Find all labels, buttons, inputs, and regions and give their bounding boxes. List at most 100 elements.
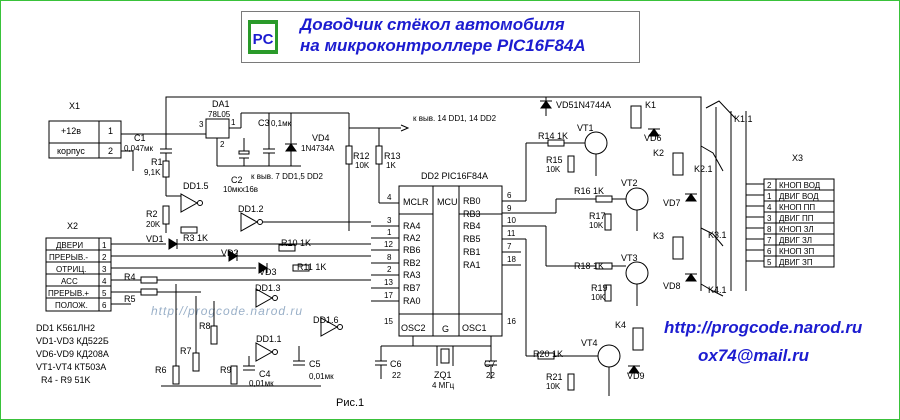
x2-pin6-num: 6 (102, 301, 107, 310)
vd1-label: VD1 (146, 234, 164, 244)
title-line-2: на микроконтроллере PIC16F84A (300, 36, 586, 55)
r16-label: R16 1K (574, 186, 604, 196)
x3-ref: X3 (792, 153, 803, 163)
mcu-pin-ra4: RA4 (403, 221, 421, 231)
parts-list-row: DD1 K561ЛН2 (36, 323, 95, 333)
mcu-ref: DD2 PIC16F84A (421, 171, 488, 181)
x3-pin1-num: 2 (767, 181, 772, 190)
mcu-pin-mclr: MCLR (403, 197, 429, 207)
x3-pin3-label: КНОП ПП (779, 203, 815, 212)
da1-pin2: 2 (220, 140, 225, 149)
vd3-label: VD3 (259, 267, 277, 277)
x3-pin6-num: 7 (767, 236, 772, 245)
dd13-label: DD1.3 (255, 283, 281, 293)
k41-label: K4.1 (708, 285, 727, 295)
mcu-pin-rb5-num: 11 (507, 229, 516, 238)
r18-label: R18 1K (574, 261, 604, 271)
dd16-label: DD1.6 (313, 315, 339, 325)
c5-label: C5 (309, 359, 321, 369)
r7-label: R7 (180, 346, 192, 356)
mcu-pin-rb0-num: 6 (507, 191, 512, 200)
x3-pin2-num: 1 (767, 192, 772, 201)
x2-ref: X2 (67, 221, 78, 231)
da1-pin3: 1 (231, 118, 236, 127)
mcu-pin-ra2-num: 1 (387, 228, 392, 237)
r17-value: 10K (589, 221, 604, 230)
parts-list-row: R4 - R9 51K (41, 375, 91, 385)
x3-pin1-label: КНОП ВОД (779, 181, 821, 190)
x1-ref: X1 (69, 101, 80, 111)
c1-label: C1 (134, 133, 146, 143)
site-logo-icon: PC (248, 20, 278, 54)
r4-label: R4 (124, 272, 136, 282)
x3-pin4-num: 3 (767, 214, 772, 223)
x1-pin2-label: корпус (57, 146, 85, 156)
c3-value: 0,1мк (271, 119, 292, 128)
r2-value: 20K (146, 220, 161, 229)
x3-pin2-label: ДВИГ ВОД (779, 192, 819, 201)
x2-pin3-label: ОТРИЦ. (56, 265, 86, 274)
parts-list-row: VD1-VD3 КД522Б (36, 336, 109, 346)
mcu-pin-ra2: RA2 (403, 233, 421, 243)
mcu-pin-ra0-num: 17 (384, 291, 393, 300)
vd8-label: VD8 (663, 281, 681, 291)
dd11-label: DD1.1 (256, 334, 282, 344)
vd2-label: VD2 (221, 248, 239, 258)
parts-list-row: VD6-VD9 КД208А (36, 349, 109, 359)
x2-pin4-label: АСС (61, 277, 78, 286)
r11-label: R11 1K (297, 262, 326, 272)
k4-label: K4 (615, 320, 626, 330)
x2-pin6-label: ПОЛОЖ. (55, 301, 88, 310)
mcu-pin-ra1: RA1 (463, 260, 481, 270)
c2-value: 10мкх16в (223, 185, 258, 194)
r1-value: 9,1K (144, 168, 161, 177)
r8-label: R8 (199, 321, 211, 331)
vd6-label: VD6 (644, 133, 662, 143)
mcu-pin-rb7: RB7 (403, 283, 421, 293)
k11-label: K1.1 (734, 114, 753, 124)
da1-part: 78L05 (208, 110, 231, 119)
dd15-label: DD1.5 (183, 181, 209, 191)
mcu-pin-rb6: RB6 (403, 245, 421, 255)
mcu-pin-rb1: RB1 (463, 247, 481, 257)
x3-pin6-label: ДВИГ ЗЛ (779, 236, 812, 245)
k1-label: K1 (645, 100, 656, 110)
r10-label: R10 1K (281, 238, 311, 248)
k21-label: K2.1 (694, 164, 713, 174)
c7-value: 22 (486, 371, 495, 380)
da1-pin1: 3 (199, 120, 204, 129)
parts-list-row: VT1-VT4 КТ503А (36, 362, 106, 372)
watermark-text: http://progcode.narod.ru (151, 304, 304, 318)
vt2-label: VT2 (621, 178, 638, 188)
x3-pin7-label: КНОП ЗП (779, 247, 814, 256)
r14-label: R14 1K (538, 131, 568, 141)
vt4-label: VT4 (581, 338, 598, 348)
email-link[interactable]: ox74@mail.ru (698, 346, 810, 365)
vd5-label: VD51N4744A (556, 100, 611, 110)
vd4-part: 1N4734A (301, 144, 335, 153)
zq1-value: 4 МГц (432, 381, 455, 390)
mcu-pin-rb7-num: 13 (384, 278, 393, 287)
mcu-pin-rb5: RB5 (463, 234, 481, 244)
dd12-label: DD1.2 (238, 204, 264, 214)
c6-value: 22 (392, 371, 401, 380)
c2-label: C2 (231, 175, 243, 185)
k31-label: K3.1 (708, 230, 727, 240)
c5-value: 0,01мк (309, 372, 334, 381)
title-box: PC Доводчик стёкол автомобиля на микроко… (241, 11, 640, 63)
mcu-pin-rb3-num: 9 (507, 204, 512, 213)
mcu-pin-rb4: RB4 (463, 221, 481, 231)
r19-label: R19 (591, 283, 608, 293)
r20-label: R20 1K (533, 349, 563, 359)
title-line-1: Доводчик стёкол автомобиля (300, 15, 565, 34)
pin7-note: к выв. 7 DD1,5 DD2 (251, 172, 324, 181)
x3-pin5-label: КНОП ЗЛ (779, 225, 814, 234)
logo-text: PC (253, 31, 274, 48)
k2-label: K2 (653, 148, 664, 158)
mcu-pin-rb1-num: 7 (507, 242, 512, 251)
r12-label: R12 (353, 151, 370, 161)
site-link[interactable]: http://progcode.narod.ru (664, 318, 863, 337)
r2-label: R2 (146, 209, 158, 219)
